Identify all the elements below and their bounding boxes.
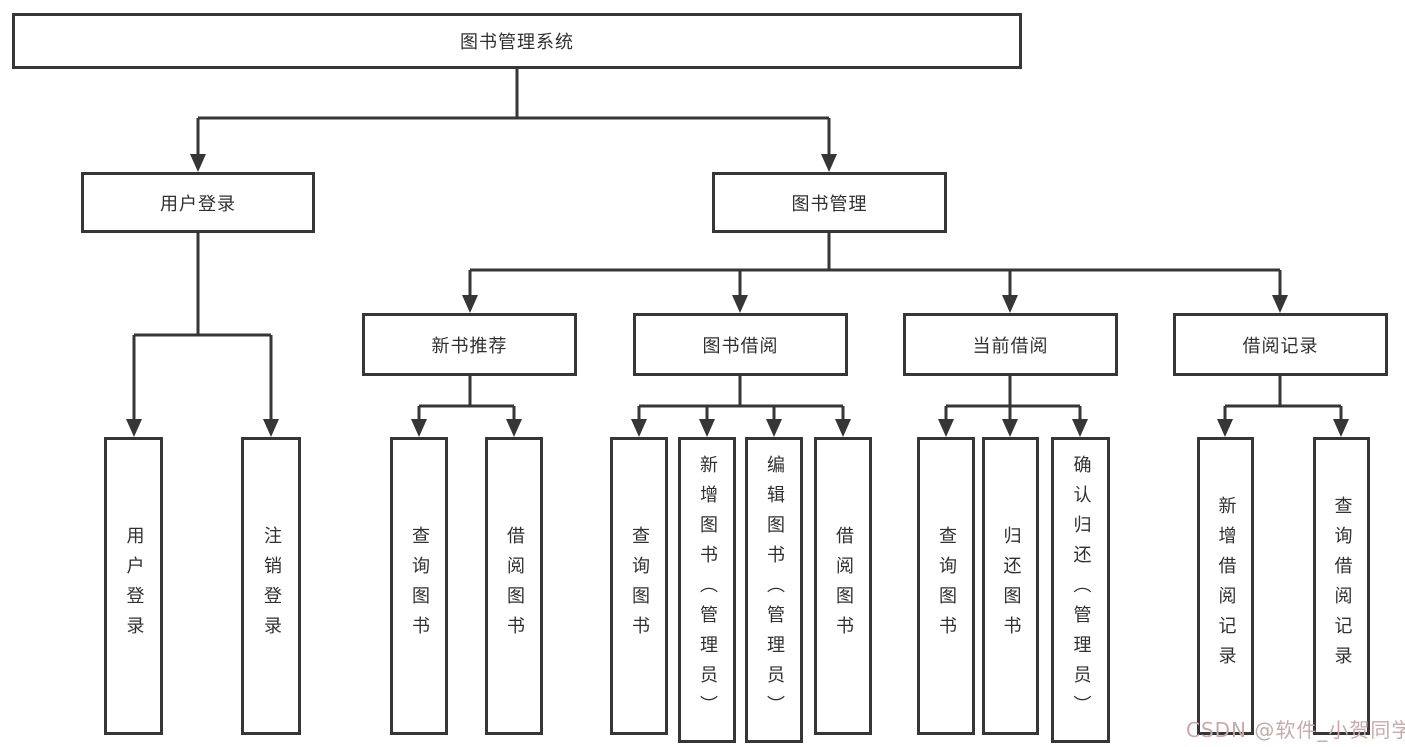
leaf-borrow-book: 借阅图书 [814,437,872,735]
leaf-return-book: 归还图书 [982,437,1039,735]
node-book-management: 图书管理 [712,172,947,233]
leaf-logout: 注销登录 [241,437,301,735]
node-book-borrow: 图书借阅 [633,313,848,376]
csdn-watermark: CSDN @软件_小贺同学 [1186,718,1405,742]
node-root-library-system: 图书管理系统 [12,13,1022,69]
leaf-query-book-borrow: 查询图书 [610,437,668,735]
leaf-query-borrow-record: 查询借阅记录 [1313,437,1370,735]
node-new-book-recommend: 新书推荐 [362,313,577,376]
node-current-borrow: 当前借阅 [903,313,1118,376]
leaf-query-book-recommend: 查询图书 [390,437,448,735]
leaf-query-book-current: 查询图书 [917,437,975,735]
leaf-borrow-book-recommend: 借阅图书 [485,437,543,735]
node-user-login: 用户登录 [81,172,315,233]
leaf-confirm-return-admin: 确认归还（管理员） [1051,437,1110,743]
leaf-user-login: 用户登录 [104,437,163,735]
leaf-add-book-admin: 新增图书（管理员） [678,437,736,743]
node-borrow-records: 借阅记录 [1173,313,1388,376]
leaf-add-borrow-record: 新增借阅记录 [1197,437,1254,735]
leaf-edit-book-admin: 编辑图书（管理员） [745,437,803,743]
